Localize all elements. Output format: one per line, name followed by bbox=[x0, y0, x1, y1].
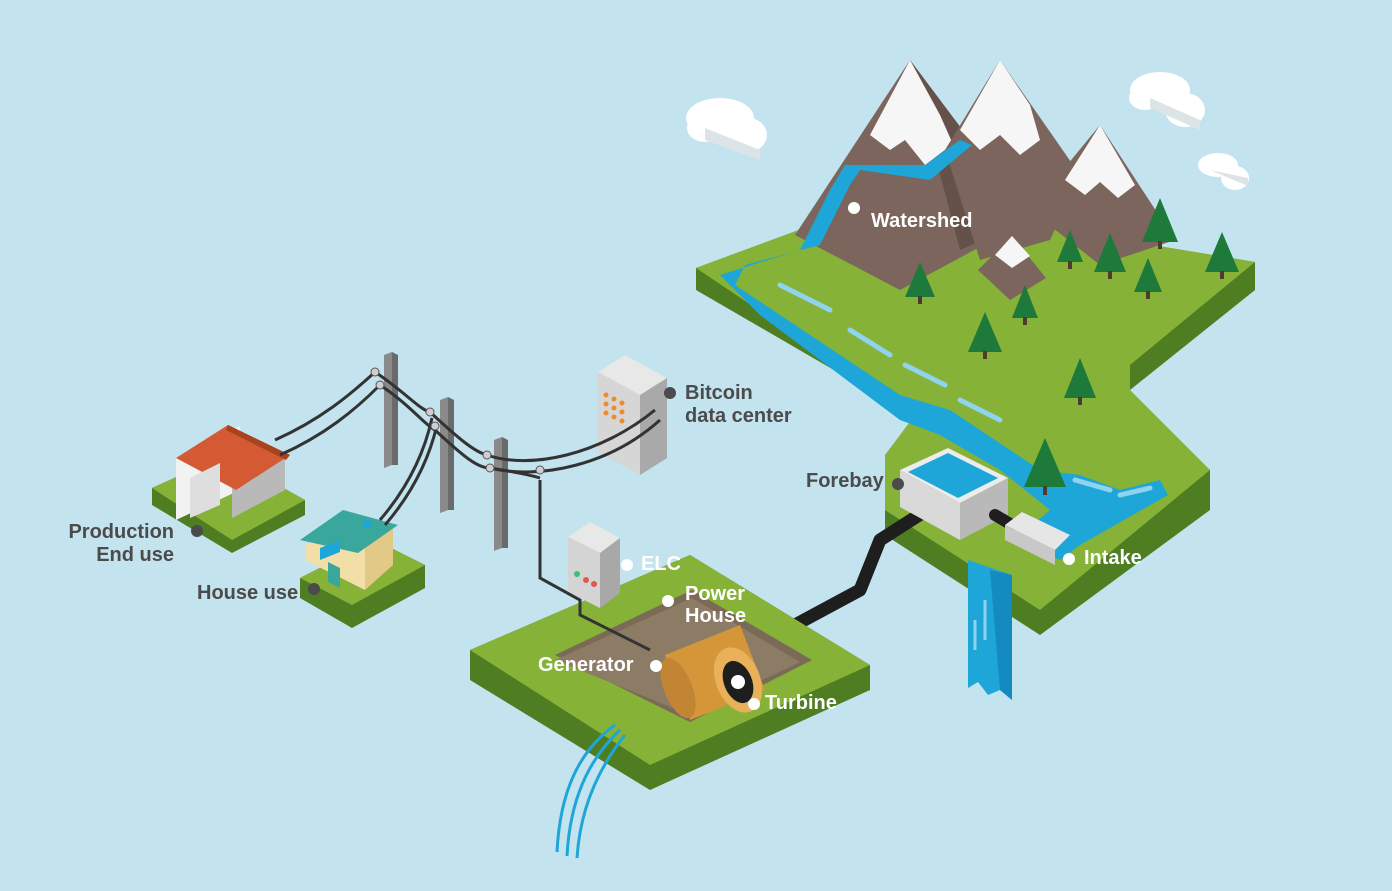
power-house-label-line1: Power bbox=[685, 583, 746, 605]
forebay-tank bbox=[900, 448, 1008, 540]
watershed-label: Watershed bbox=[871, 210, 973, 232]
turbine-label: Turbine bbox=[765, 692, 837, 714]
production-label-line2: End use bbox=[96, 544, 174, 566]
generator-label: Generator bbox=[538, 654, 634, 676]
elc-box bbox=[568, 522, 620, 608]
tailrace-water bbox=[555, 723, 627, 859]
elc-wire bbox=[538, 480, 651, 652]
bitcoin-label-line2: data center bbox=[685, 405, 792, 427]
cloud-icon bbox=[686, 98, 767, 160]
waterfall bbox=[968, 560, 1012, 700]
tree-icon bbox=[905, 198, 1239, 495]
cloud-icon bbox=[1198, 153, 1249, 190]
production-house bbox=[152, 425, 305, 553]
cloud-icon bbox=[1129, 72, 1205, 130]
intake-label: Intake bbox=[1084, 547, 1142, 569]
server-lights-icon bbox=[603, 392, 625, 424]
callout-markers bbox=[191, 202, 1075, 710]
insulators bbox=[370, 367, 545, 475]
power-house-label-line2: House bbox=[685, 605, 747, 627]
river bbox=[720, 140, 1168, 560]
power-lines bbox=[274, 370, 662, 526]
house-use-label: House use bbox=[197, 582, 299, 604]
intake-structure bbox=[1005, 512, 1070, 565]
forebay-label: Forebay bbox=[806, 470, 884, 492]
bitcoin-label-line1: Bitcoin bbox=[685, 382, 753, 404]
production-label-line1: Production bbox=[68, 521, 174, 543]
elc-label: ELC bbox=[641, 553, 681, 575]
data-center-building bbox=[598, 355, 667, 475]
house-use-building bbox=[300, 510, 425, 628]
generator-turbine bbox=[660, 625, 765, 720]
power-poles bbox=[384, 352, 508, 551]
